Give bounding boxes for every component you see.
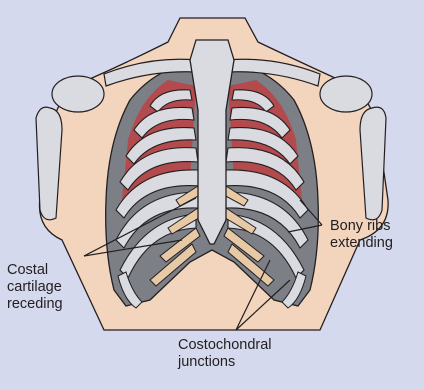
left-shoulder [52, 76, 104, 112]
right-shoulder [320, 76, 372, 112]
label-bony-ribs-extending: Bony ribs extending [330, 218, 393, 252]
label-costochondral-junctions: Costochondral junctions [178, 337, 272, 371]
label-costal-cartilage-receding: Costal cartilage receding [7, 262, 63, 313]
